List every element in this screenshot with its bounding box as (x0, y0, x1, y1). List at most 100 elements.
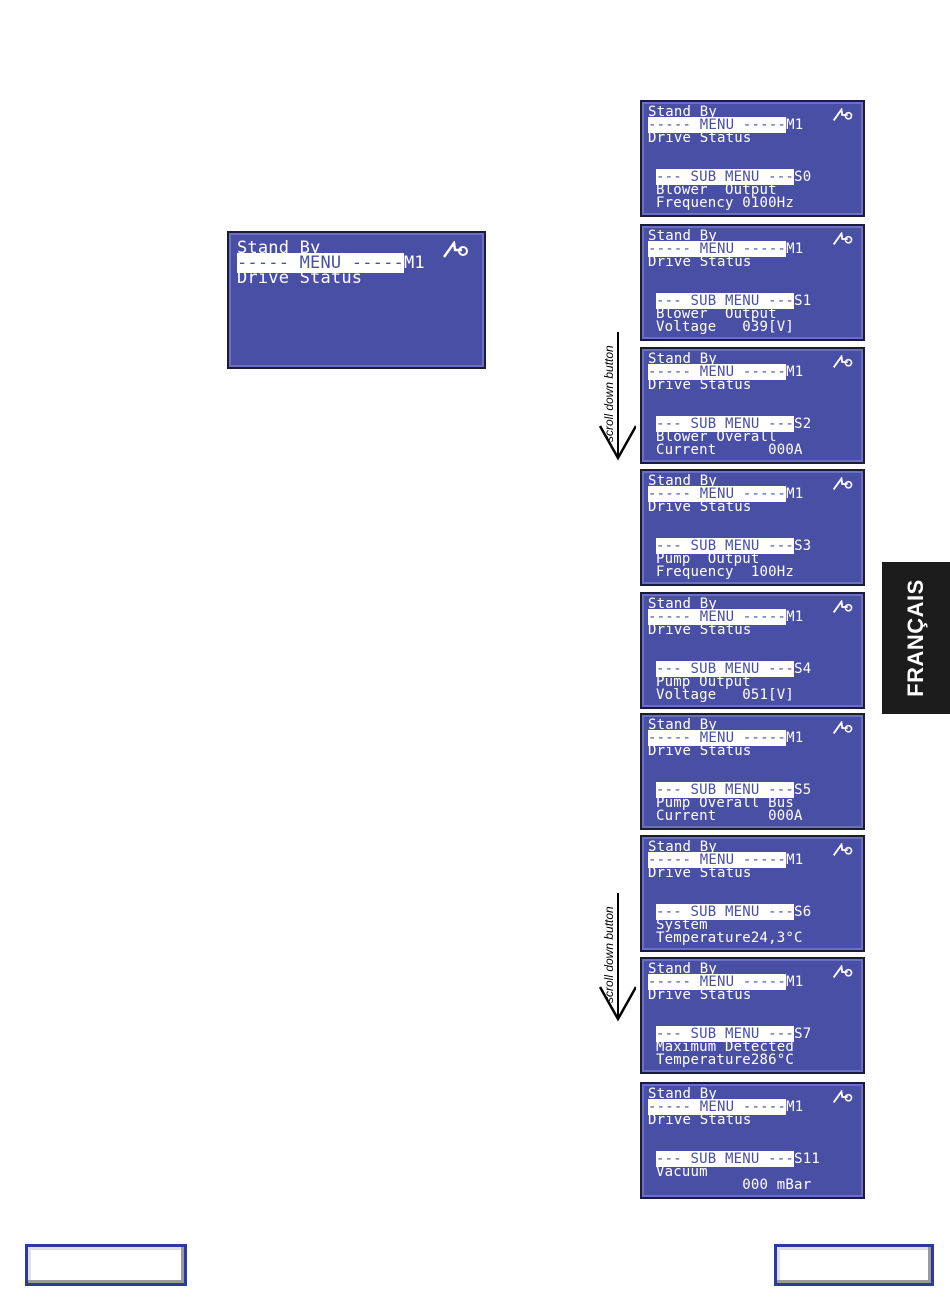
lcd-value-reading: Current 000A (656, 808, 803, 824)
lcd-menu-code: M1 (786, 117, 804, 133)
lcd-value-reading: Frequency 0100Hz (656, 195, 795, 211)
lcd-submenu-code: S1 (794, 293, 812, 309)
lcd-value-reading: Current 000A (656, 442, 803, 458)
main-lcd-screen: Stand By ----- MENU -----M1 Drive Status (227, 231, 486, 369)
lcd-status: Stand By (648, 228, 718, 244)
lcd-submenu-bar: --- SUB MENU --- (656, 169, 795, 185)
lcd-submenu-bar: --- SUB MENU --- (656, 1151, 795, 1167)
brand-logo-icon (832, 355, 853, 368)
lcd-menu-code: M1 (786, 730, 804, 746)
lcd-submenu-bar: --- SUB MENU --- (656, 538, 795, 554)
lcd-value-label: Pump Overall Bus (656, 795, 795, 811)
down-arrow-icon (598, 332, 636, 461)
brand-logo-icon (832, 843, 853, 856)
lcd-value-label: Blower Output (656, 306, 777, 322)
scroll-down-indicator: scroll down button (596, 893, 636, 1023)
lcd-submenu-code: S11 (794, 1151, 820, 1167)
lcd-menu-bar: ----- MENU ----- (237, 253, 404, 273)
lcd-submenu-code: S0 (794, 169, 812, 185)
lcd-submenu-bar: --- SUB MENU --- (656, 661, 795, 677)
brand-logo-icon (832, 721, 853, 734)
lcd-menu-title: Drive Status (648, 254, 752, 270)
lcd-menu-title: Drive Status (648, 743, 752, 759)
lcd-menu-bar: ----- MENU ----- (648, 486, 787, 502)
lcd-status: Stand By (648, 961, 718, 977)
lcd-menu-code: M1 (786, 486, 804, 502)
language-tab-label: FRANÇAIS (903, 579, 928, 697)
lcd-menu-bar: ----- MENU ----- (648, 730, 787, 746)
lcd-status: Stand By (237, 238, 321, 258)
lcd-submenu-code: S4 (794, 661, 812, 677)
lcd-submenu-code: S5 (794, 782, 812, 798)
lcd-menu-title: Drive Status (648, 499, 752, 515)
previous-page-button[interactable] (25, 1244, 187, 1286)
lcd-value-reading: Temperature286°C (656, 1052, 795, 1068)
lcd-submenu-bar: --- SUB MENU --- (656, 293, 795, 309)
lcd-menu-code: M1 (786, 852, 804, 868)
lcd-submenu-code: S2 (794, 416, 812, 432)
lcd-status: Stand By (648, 473, 718, 489)
lcd-status: Stand By (648, 839, 718, 855)
brand-logo-icon (832, 232, 853, 245)
lcd-status: Stand By (648, 351, 718, 367)
lcd-status: Stand By (648, 717, 718, 733)
next-page-button[interactable] (774, 1244, 934, 1286)
lcd-menu-title: Drive Status (237, 268, 363, 288)
lcd-status: Stand By (648, 104, 718, 120)
lcd-submenu-code: S3 (794, 538, 812, 554)
lcd-value-label: Pump Output (656, 551, 760, 567)
lcd-submenu-bar: --- SUB MENU --- (656, 416, 795, 432)
scroll-down-indicator: scroll down button (596, 332, 636, 462)
lcd-submenu-bar: --- SUB MENU --- (656, 1026, 795, 1042)
lcd-menu-bar: ----- MENU ----- (648, 241, 787, 257)
lcd-value-label: Maximum Detected (656, 1039, 795, 1055)
brand-logo-icon (832, 965, 853, 978)
lcd-menu-bar: ----- MENU ----- (648, 1099, 787, 1115)
lcd-value-reading: 000 mBar (656, 1177, 812, 1193)
lcd-menu-code: M1 (786, 364, 804, 380)
lcd-menu-bar: ----- MENU ----- (648, 117, 787, 133)
lcd-menu-title: Drive Status (648, 622, 752, 638)
lcd-status: Stand By (648, 1086, 718, 1102)
brand-logo-icon (832, 477, 853, 490)
lcd-menu-bar: ----- MENU ----- (648, 852, 787, 868)
lcd-submenu-bar: --- SUB MENU --- (656, 782, 795, 798)
lcd-value-reading: Voltage 051[V] (656, 687, 795, 703)
lcd-menu-code: M1 (786, 1099, 804, 1115)
lcd-value-reading: Frequency 100Hz (656, 564, 795, 580)
lcd-submenu-code: S6 (794, 904, 812, 920)
lcd-value-label: Vacuum (656, 1164, 708, 1180)
lcd-menu-code: M1 (786, 609, 804, 625)
lcd-status: Stand By (648, 596, 718, 612)
lcd-menu-title: Drive Status (648, 130, 752, 146)
lcd-menu-title: Drive Status (648, 987, 752, 1003)
brand-logo-icon (443, 241, 468, 258)
language-tab: FRANÇAIS (882, 562, 950, 714)
down-arrow-icon (598, 893, 636, 1022)
lcd-value-label: Blower Output (656, 182, 777, 198)
lcd-menu-bar: ----- MENU ----- (648, 974, 787, 990)
lcd-menu-title: Drive Status (648, 865, 752, 881)
lcd-submenu-bar: --- SUB MENU --- (656, 904, 795, 920)
lcd-menu-code: M1 (403, 253, 425, 273)
lcd-menu-bar: ----- MENU ----- (648, 364, 787, 380)
lcd-menu-title: Drive Status (648, 1112, 752, 1128)
lcd-value-reading: Voltage 039[V] (656, 319, 795, 335)
lcd-value-label: Blower Overall (656, 429, 777, 445)
lcd-submenu-code: S7 (794, 1026, 812, 1042)
lcd-value-label: System (656, 917, 708, 933)
lcd-menu-code: M1 (786, 241, 804, 257)
lcd-value-reading: Temperature24,3°C (656, 930, 803, 946)
brand-logo-icon (832, 600, 853, 613)
lcd-menu-title: Drive Status (648, 377, 752, 393)
brand-logo-icon (832, 1090, 853, 1103)
